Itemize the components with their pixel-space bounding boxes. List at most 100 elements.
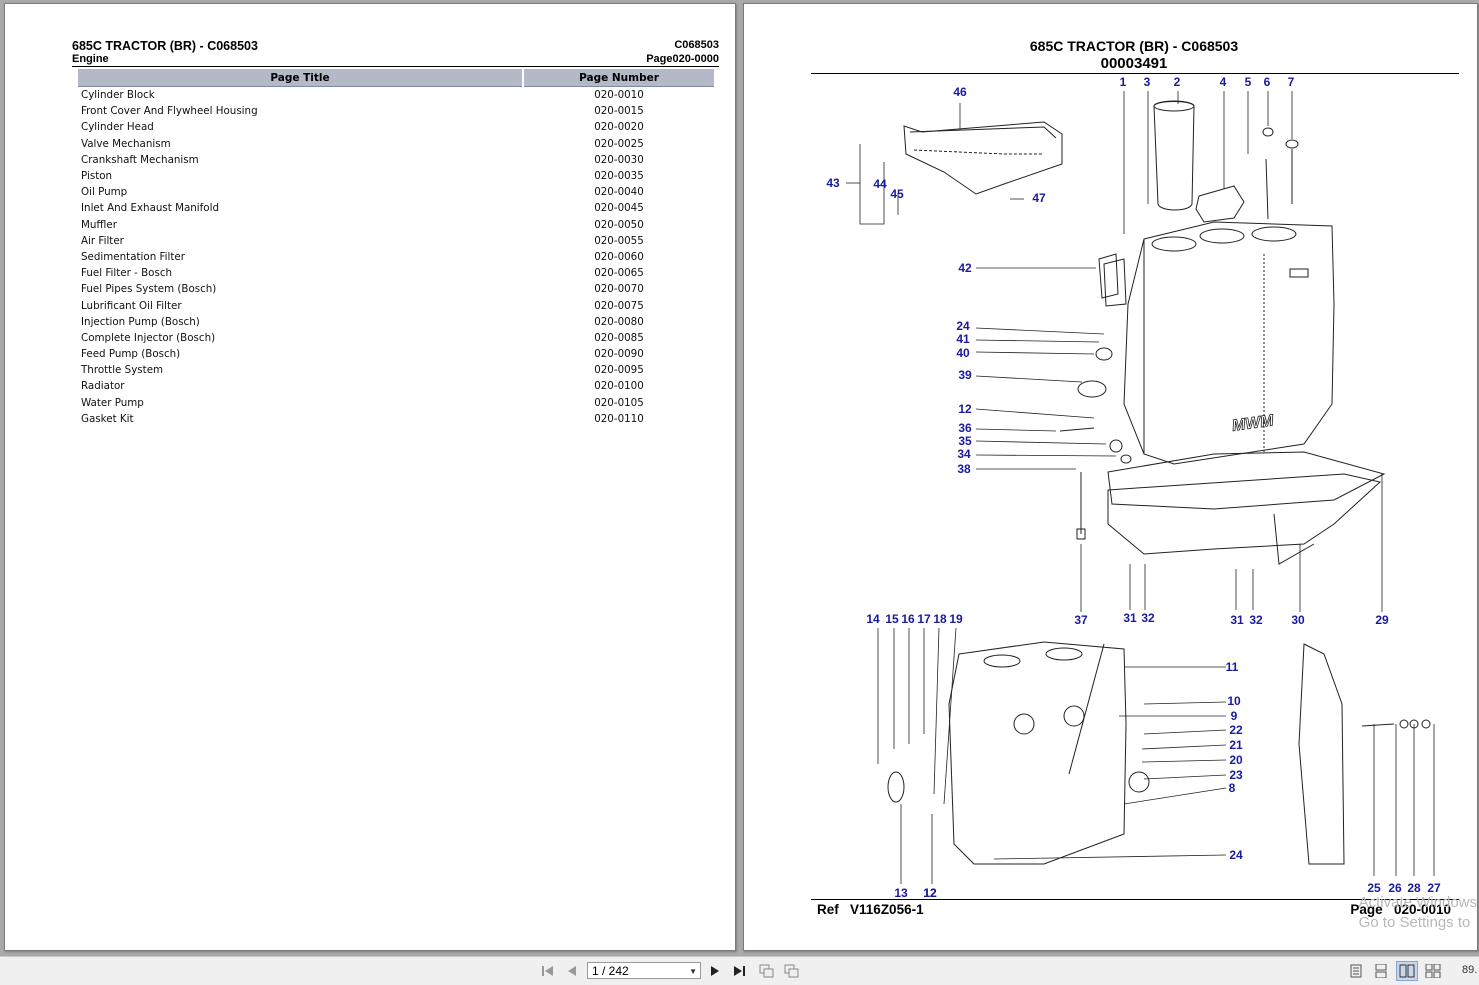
page-number-cell[interactable]: 020-0020 xyxy=(594,121,644,134)
page-number-cell[interactable]: 020-0080 xyxy=(594,315,644,328)
page-number-cell[interactable]: 020-0100 xyxy=(594,380,644,393)
table-row[interactable]: Complete Injector (Bosch) 020-0085 xyxy=(78,330,714,346)
oil-pan-gasket xyxy=(1107,451,1386,510)
callout-label: 43 xyxy=(826,176,840,190)
table-row[interactable]: Cylinder Block 020-0010 xyxy=(78,87,714,103)
continuous-icon[interactable] xyxy=(1371,961,1391,981)
column-header-title: Page Title xyxy=(78,69,522,87)
page-number-cell[interactable]: 020-0030 xyxy=(594,153,644,166)
cylinder-block xyxy=(1123,221,1335,465)
page-number-cell[interactable]: 020-0085 xyxy=(594,331,644,344)
next-page-icon[interactable] xyxy=(705,961,725,981)
last-page-icon[interactable] xyxy=(730,961,750,981)
table-row[interactable]: Throttle System 020-0095 xyxy=(78,362,714,378)
model-code: C068503 xyxy=(674,39,719,51)
page-number-input[interactable]: 1 / 242 ▼ xyxy=(587,962,701,979)
page-number-cell[interactable]: 020-0035 xyxy=(594,170,644,183)
page-number-cell[interactable]: 020-0065 xyxy=(594,267,644,280)
footer-divider xyxy=(811,899,1459,900)
page-title-cell[interactable]: Fuel Pipes System (Bosch) xyxy=(81,283,217,296)
page-number-cell[interactable]: 020-0105 xyxy=(594,396,644,409)
page-title-cell[interactable]: Injection Pump (Bosch) xyxy=(81,315,200,328)
table-row[interactable]: Radiator 020-0100 xyxy=(78,378,714,394)
page-title-cell[interactable]: Feed Pump (Bosch) xyxy=(81,348,181,361)
page-title-cell[interactable]: Cylinder Block xyxy=(81,89,155,102)
page-title-cell[interactable]: Radiator xyxy=(81,380,125,393)
table-row[interactable]: Cylinder Head 020-0020 xyxy=(78,119,714,135)
page-title-cell[interactable]: Muffler xyxy=(81,218,117,231)
callout-label: 2 xyxy=(1174,75,1181,89)
table-row[interactable]: Sedimentation Filter 020-0060 xyxy=(78,249,714,265)
table-row[interactable]: Fuel Filter - Bosch 020-0065 xyxy=(78,265,714,281)
page-title-cell[interactable]: Gasket Kit xyxy=(81,412,134,425)
callout-label: 24 xyxy=(1229,848,1243,862)
watermark-line-1: Activate Windows xyxy=(1358,894,1477,911)
table-row[interactable]: Piston 020-0035 xyxy=(78,168,714,184)
page-title-cell[interactable]: Lubrificant Oil Filter xyxy=(81,299,182,312)
page-title-cell[interactable]: Inlet And Exhaust Manifold xyxy=(81,202,219,215)
single-page-icon[interactable] xyxy=(1346,961,1366,981)
callout-label: 38 xyxy=(957,462,971,476)
page-title-cell[interactable]: Sedimentation Filter xyxy=(81,250,186,263)
page-title-cell[interactable]: Piston xyxy=(81,170,113,183)
table-row[interactable]: Front Cover And Flywheel Housing 020-0015 xyxy=(78,103,714,119)
page-number-cell[interactable]: 020-0055 xyxy=(594,234,644,247)
table-row[interactable]: Feed Pump (Bosch) 020-0090 xyxy=(78,346,714,362)
callout-label: 35 xyxy=(958,434,972,448)
copy-icon[interactable] xyxy=(757,961,777,981)
page-number-cell[interactable]: 020-0010 xyxy=(594,89,644,102)
page-number-cell[interactable]: 020-0110 xyxy=(594,412,644,425)
table-row[interactable]: Muffler 020-0050 xyxy=(78,217,714,233)
page-title-cell[interactable]: Throttle System xyxy=(81,364,164,377)
table-row[interactable]: Oil Pump 020-0040 xyxy=(78,184,714,200)
document-viewer: 685C TRACTOR (BR) - C068503 C068503 Engi… xyxy=(4,3,1478,951)
page-title-cell[interactable]: Valve Mechanism xyxy=(81,137,171,150)
callout-label: 37 xyxy=(1074,613,1088,627)
page-title-cell[interactable]: Front Cover And Flywheel Housing xyxy=(81,105,258,118)
callout-label: 20 xyxy=(1229,753,1243,767)
page-number-cell[interactable]: 020-0090 xyxy=(594,348,644,361)
zoom-level[interactable]: 89. xyxy=(1462,964,1478,976)
table-row[interactable]: Injection Pump (Bosch) 020-0080 xyxy=(78,314,714,330)
callout-label: 7 xyxy=(1288,75,1295,89)
page-number-cell[interactable]: 020-0040 xyxy=(594,186,644,199)
page-title-cell[interactable]: Complete Injector (Bosch) xyxy=(81,331,216,344)
table-row[interactable]: Water Pump 020-0105 xyxy=(78,395,714,411)
prev-page-icon[interactable] xyxy=(562,961,582,981)
page-title-cell[interactable]: Fuel Filter - Bosch xyxy=(81,267,173,280)
table-row[interactable]: Inlet And Exhaust Manifold 020-0045 xyxy=(78,200,714,216)
page-number-cell[interactable]: 020-0075 xyxy=(594,299,644,312)
callout-label: 8 xyxy=(1229,781,1236,795)
callout-label: 32 xyxy=(1249,613,1263,627)
chevron-down-icon[interactable]: ▼ xyxy=(689,967,697,976)
callout-label: 9 xyxy=(1231,709,1238,723)
table-row[interactable]: Lubrificant Oil Filter 020-0075 xyxy=(78,297,714,313)
page-number-cell[interactable]: 020-0015 xyxy=(594,105,644,118)
page-title-cell[interactable]: Cylinder Head xyxy=(81,121,154,134)
table-row[interactable]: Fuel Pipes System (Bosch) 020-0070 xyxy=(78,281,714,297)
page-number-cell[interactable]: 020-0095 xyxy=(594,364,644,377)
callout-label: 31 xyxy=(1230,613,1244,627)
page-number-cell[interactable]: 020-0060 xyxy=(594,250,644,263)
table-row[interactable]: Crankshaft Mechanism 020-0030 xyxy=(78,152,714,168)
page-number-cell[interactable]: 020-0025 xyxy=(594,137,644,150)
callout-label: 19 xyxy=(949,612,963,626)
first-page-icon[interactable] xyxy=(538,961,558,981)
copy-alt-icon[interactable] xyxy=(782,961,802,981)
table-row[interactable]: Valve Mechanism 020-0025 xyxy=(78,136,714,152)
page-number-cell[interactable]: 020-0070 xyxy=(594,283,644,296)
facing-icon[interactable] xyxy=(1396,961,1418,981)
facing-continuous-icon[interactable] xyxy=(1423,961,1443,981)
table-row[interactable]: Air Filter 020-0055 xyxy=(78,233,714,249)
page-title-cell[interactable]: Water Pump xyxy=(81,396,144,409)
engine-brand-logo: MWM xyxy=(1231,412,1275,435)
page-number-cell[interactable]: 020-0045 xyxy=(594,202,644,215)
page-number-cell[interactable]: 020-0050 xyxy=(594,218,644,231)
page-title-cell[interactable]: Air Filter xyxy=(81,234,124,247)
page-title-cell[interactable]: Oil Pump xyxy=(81,186,128,199)
callout-label: 13 xyxy=(894,886,908,900)
callout-label: 12 xyxy=(923,886,937,900)
page-title-cell[interactable]: Crankshaft Mechanism xyxy=(81,153,199,166)
table-row[interactable]: Gasket Kit 020-0110 xyxy=(78,411,714,427)
footer-ref: Ref V116Z056-1 xyxy=(817,902,924,917)
